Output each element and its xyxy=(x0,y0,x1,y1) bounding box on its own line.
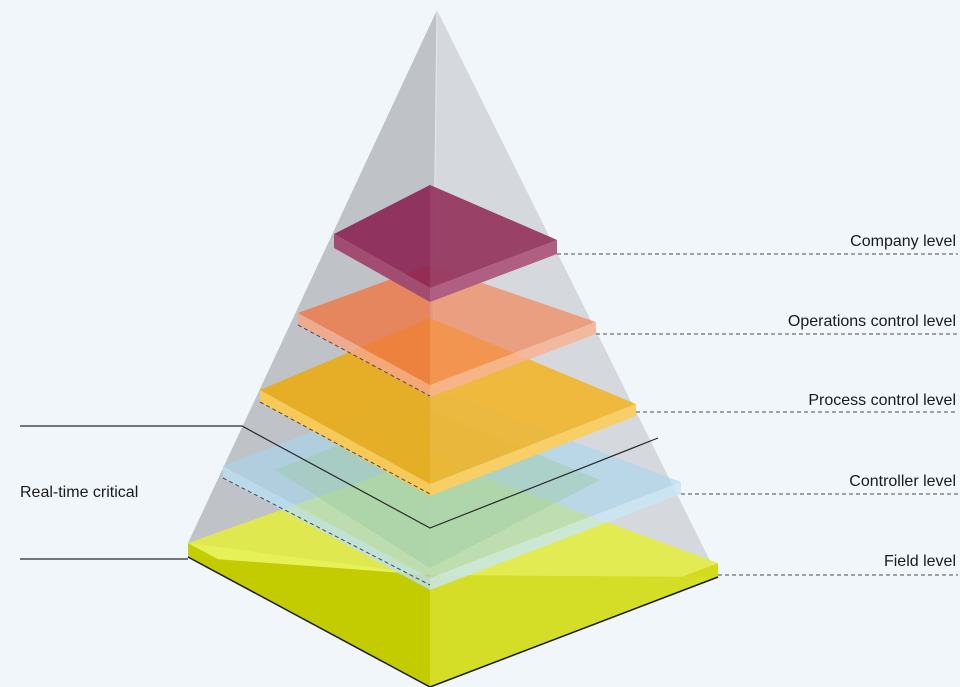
controller-front-right xyxy=(430,482,681,590)
process-inner-dash xyxy=(259,401,431,495)
process-front-right xyxy=(430,404,636,496)
operations-top xyxy=(298,265,596,385)
operations-control-level-label: Operations control level xyxy=(788,313,956,330)
operations-inner-dash xyxy=(297,324,431,397)
operations-front-left xyxy=(298,313,430,397)
realtime-critical-label: Real-time critical xyxy=(20,484,138,501)
process-control-level-label: Process control level xyxy=(808,392,956,409)
operations-front-right xyxy=(430,322,596,397)
company-front-right xyxy=(430,240,557,302)
company-front-left xyxy=(334,234,430,302)
layer-operations xyxy=(298,265,596,397)
controller-front-left xyxy=(223,466,430,590)
realtime-boundary xyxy=(20,425,659,560)
inner-dashed-lines xyxy=(222,324,431,586)
company-right-shade xyxy=(430,185,557,288)
realtime-upper-line xyxy=(20,425,659,529)
level-connectors xyxy=(557,253,958,576)
layer-company xyxy=(334,185,557,302)
controller-level-label: Controller level xyxy=(849,473,956,490)
process-top xyxy=(260,318,636,484)
company-level-label: Company level xyxy=(850,233,956,250)
operations-inner-shade xyxy=(298,265,430,385)
controller-inner-dash xyxy=(222,477,431,586)
field-level-label: Field level xyxy=(884,553,956,570)
process-front-left xyxy=(260,390,430,496)
field-edge-left xyxy=(187,556,431,687)
level-labels: Company level Operations control level P… xyxy=(20,233,956,570)
field-edge-right xyxy=(429,576,719,687)
